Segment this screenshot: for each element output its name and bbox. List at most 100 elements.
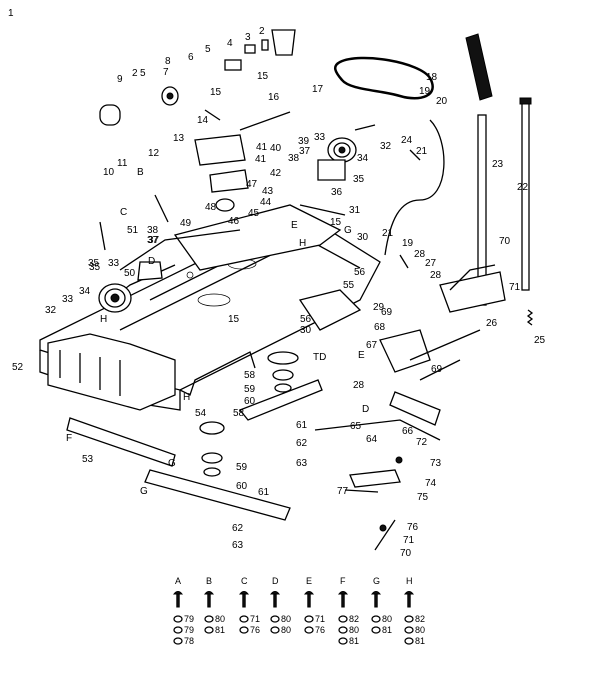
callout: 30 — [300, 325, 312, 336]
hardware-group-letter: C — [241, 576, 248, 586]
hardware-ref: 80 — [415, 625, 425, 635]
washer-icon — [404, 637, 414, 645]
control-cable — [384, 119, 445, 256]
lift-rod-22 — [519, 97, 532, 291]
washer-icon — [404, 626, 414, 634]
callout: 65 — [350, 421, 362, 432]
callout: 24 — [401, 135, 413, 146]
callout: 76 — [407, 522, 419, 533]
callout: 55 — [343, 280, 355, 291]
callout: 77 — [337, 486, 349, 497]
callout: 62 — [296, 438, 308, 449]
callout: 15 — [330, 217, 342, 228]
callout: 19 — [419, 86, 431, 97]
callout: 9 — [117, 74, 123, 85]
callout: 69 — [431, 364, 443, 375]
callout: 37 — [148, 235, 160, 246]
callout: 15 — [228, 314, 240, 325]
washer-icon — [304, 626, 314, 634]
callout: 21 — [416, 146, 428, 157]
hardware-ref: 80 — [382, 614, 392, 624]
callout: 37 — [147, 235, 159, 246]
hardware-group-letter: B — [206, 576, 212, 586]
callout: 32 — [380, 141, 392, 152]
hardware-ref: 80 — [215, 614, 225, 624]
washer-icon — [239, 626, 249, 634]
callout: 22 — [517, 182, 529, 193]
bolt-shank-icon — [242, 593, 246, 608]
front-spindle — [267, 351, 299, 393]
hardware-ref: 79 — [184, 625, 194, 635]
callout: 10 — [103, 167, 115, 178]
callout: 69 — [381, 307, 393, 318]
washer-icon — [304, 615, 314, 623]
washer-icon — [338, 615, 348, 623]
lower-blade — [144, 469, 291, 521]
callout: G — [344, 225, 352, 236]
callout: 73 — [430, 458, 442, 469]
callout: 60 — [236, 481, 248, 492]
callout: 1 — [8, 8, 14, 19]
hardware-ref: 71 — [315, 614, 325, 624]
hardware-ref: 81 — [382, 625, 392, 635]
callout: 43 — [262, 186, 274, 197]
hardware-ref: 80 — [349, 625, 359, 635]
callout: 74 — [425, 478, 437, 489]
callout: 72 — [416, 437, 428, 448]
callout: 62 — [232, 523, 244, 534]
callout: 67 — [366, 340, 378, 351]
hardware-ref: 82 — [415, 614, 425, 624]
callout: 28 — [430, 270, 442, 281]
callout: 41 — [255, 154, 267, 165]
hardware-ref: 78 — [184, 636, 194, 646]
hardware-key: A797978B8081C7176D8080E7176F828081G8081H… — [172, 576, 425, 646]
callout-labels: 1 2 3 4 5 6 8 9 7 2 5 15 16 17 18 19 20 … — [8, 8, 546, 559]
callout: 45 — [248, 208, 260, 219]
callout: 56 — [354, 267, 366, 278]
callout: 23 — [492, 159, 504, 170]
callout: 29 — [373, 302, 385, 313]
rear-spindle — [199, 421, 225, 477]
washer-icon — [338, 637, 348, 645]
callout: 44 — [260, 197, 272, 208]
callout: 38 — [147, 225, 159, 236]
washer-icon — [204, 626, 214, 634]
hardware-ref: 80 — [281, 614, 291, 624]
bolt-shank-icon — [374, 593, 378, 608]
callout: 12 — [148, 148, 160, 159]
callout: 61 — [258, 487, 270, 498]
callout: 64 — [366, 434, 378, 445]
callout: 33 — [314, 132, 326, 143]
callout: 42 — [270, 168, 282, 179]
callout: C — [120, 207, 127, 218]
callout: 13 — [173, 133, 185, 144]
callout: 17 — [312, 84, 324, 95]
bolt-head-icon — [403, 591, 415, 595]
callout: 11 — [117, 158, 128, 169]
washer-icon — [270, 615, 280, 623]
hardware-ref: 76 — [315, 625, 325, 635]
left-pulley — [98, 283, 132, 313]
bolt-shank-icon — [273, 593, 277, 608]
bolt-shank-icon — [307, 593, 311, 608]
callout: 35 — [353, 174, 365, 185]
right-pulley — [327, 137, 357, 163]
hardware-group-letter: D — [272, 576, 279, 586]
lift-linkage — [298, 264, 506, 488]
hardware-ref: 81 — [349, 636, 359, 646]
callout: 70 — [400, 548, 412, 559]
callout: 5 — [205, 44, 211, 55]
callout: 60 — [244, 396, 256, 407]
callout: 39 — [298, 136, 310, 147]
callout: 8 — [165, 56, 171, 67]
callout: 19 — [402, 238, 414, 249]
bolt-shank-icon — [176, 593, 180, 608]
washer-icon — [404, 615, 414, 623]
callout: 3 — [245, 32, 251, 43]
callout: 32 — [45, 305, 57, 316]
